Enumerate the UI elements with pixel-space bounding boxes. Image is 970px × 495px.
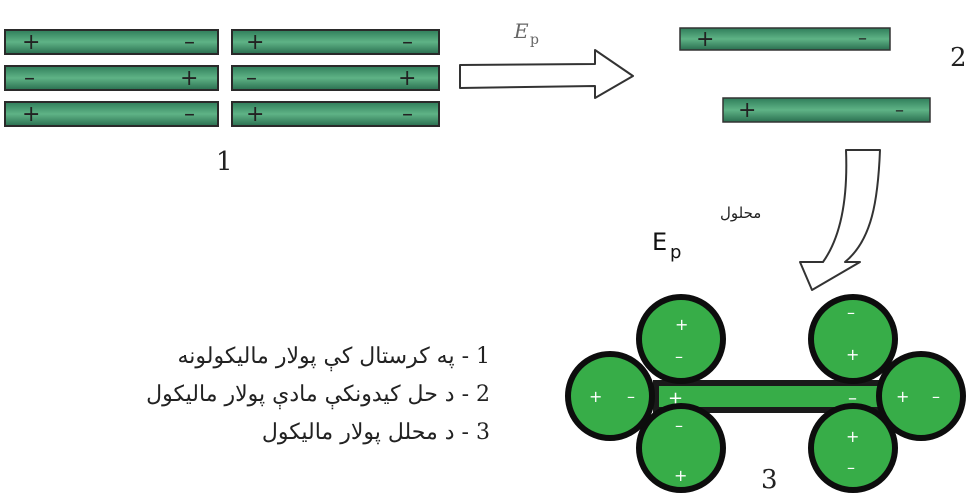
svg-text:+: + <box>22 30 40 55</box>
svg-text:+: + <box>674 466 687 485</box>
svg-text:–: – <box>858 28 867 49</box>
svg-text:+: + <box>738 98 756 123</box>
solvent-label: محلول <box>720 204 761 222</box>
svg-text:+: + <box>589 387 602 406</box>
svg-text:–: – <box>675 347 683 366</box>
svg-text:–: – <box>848 388 857 409</box>
panel-1-label: 1 <box>216 147 233 177</box>
panel-2-label: 2 <box>950 43 967 73</box>
svg-text:–: – <box>627 387 635 406</box>
panel-3-label: 3 <box>761 465 778 495</box>
svg-text:+: + <box>398 66 416 91</box>
legend-item-3: 3 - د محلل پولار ماليکول <box>261 420 490 445</box>
svg-text:–: – <box>402 102 413 127</box>
field-arrow-downward <box>799 149 881 291</box>
svg-text:+: + <box>696 27 714 52</box>
svg-text:–: – <box>932 387 940 406</box>
svg-text:–: – <box>675 416 683 435</box>
svg-text:+: + <box>180 66 198 91</box>
svg-text:–: – <box>402 30 413 55</box>
solvation-shell: + – + – – + – + + – + – + – <box>565 294 966 493</box>
svg-text:+: + <box>22 102 40 127</box>
legend: 1 - په کرستال کې پولار ماليکولونه 2 - د … <box>40 338 490 452</box>
crystal-molecules: + – + – – + – + + – + – <box>4 29 440 127</box>
svg-text:+: + <box>846 345 859 364</box>
svg-text:+: + <box>246 30 264 55</box>
field-label-side-sub: p <box>670 242 681 263</box>
legend-item-2: 2 - د حل کيدونکې مادې پولار ماليکول <box>146 382 490 407</box>
svg-text:+: + <box>246 102 264 127</box>
svg-text:–: – <box>246 66 257 91</box>
dissolved-molecules: + – + – <box>679 27 931 123</box>
svg-text:+: + <box>846 427 859 446</box>
field-label-side: E <box>652 228 667 256</box>
field-label-top-sub: p <box>530 32 539 48</box>
field-label-top: E <box>513 19 529 43</box>
field-arrow-horizontal <box>459 49 634 99</box>
svg-text:–: – <box>184 102 195 127</box>
svg-text:–: – <box>847 303 855 322</box>
svg-text:–: – <box>895 100 904 121</box>
svg-text:–: – <box>184 30 195 55</box>
svg-text:+: + <box>675 315 688 334</box>
svg-text:–: – <box>847 458 855 477</box>
legend-item-1: 1 - په کرستال کې پولار ماليکولونه <box>177 344 490 369</box>
svg-text:–: – <box>24 66 35 91</box>
svg-text:+: + <box>896 387 909 406</box>
